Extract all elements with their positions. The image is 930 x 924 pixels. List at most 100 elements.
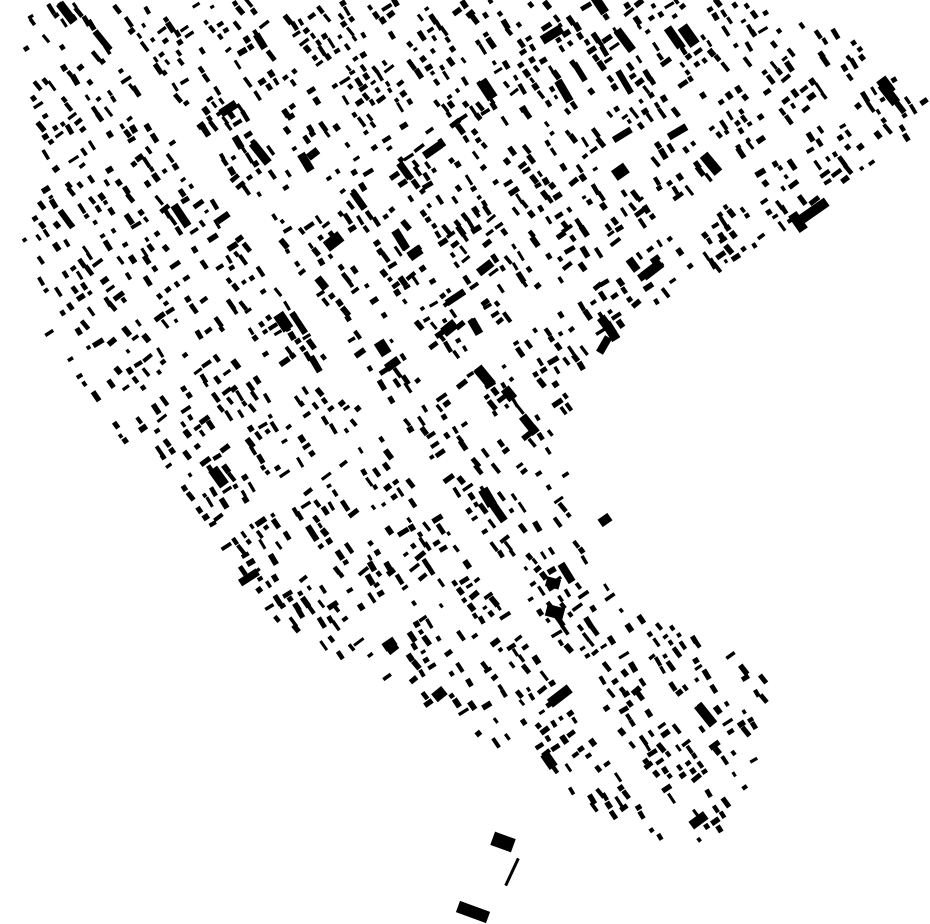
building	[204, 208, 210, 214]
building	[604, 800, 614, 810]
building	[837, 155, 848, 168]
building	[348, 69, 356, 76]
building	[155, 292, 164, 300]
building	[130, 220, 142, 230]
building	[240, 551, 250, 560]
building	[197, 65, 206, 74]
building	[716, 211, 724, 219]
building	[412, 619, 421, 629]
building	[640, 107, 650, 116]
building	[83, 264, 95, 277]
building	[75, 372, 84, 380]
building	[46, 2, 57, 16]
building	[493, 66, 503, 75]
building	[381, 2, 393, 12]
building	[489, 637, 501, 648]
building	[331, 82, 339, 90]
building	[490, 673, 499, 682]
building	[92, 219, 99, 226]
building	[806, 91, 817, 102]
building	[321, 297, 330, 307]
building	[306, 603, 316, 615]
building	[327, 253, 334, 260]
building	[127, 254, 138, 265]
building	[413, 67, 425, 80]
building	[723, 243, 735, 256]
building	[563, 245, 576, 255]
building	[700, 768, 709, 775]
building	[654, 622, 664, 631]
building	[536, 170, 543, 178]
building	[601, 661, 612, 673]
building	[440, 319, 459, 337]
building	[264, 580, 273, 589]
building	[327, 230, 335, 238]
building	[492, 717, 499, 724]
building	[452, 349, 461, 360]
building	[97, 192, 107, 202]
building	[407, 497, 418, 509]
building	[411, 275, 420, 286]
building	[173, 318, 179, 324]
building	[59, 309, 67, 317]
building	[783, 60, 795, 73]
building	[502, 311, 513, 324]
building	[604, 223, 613, 232]
building	[91, 257, 104, 268]
building	[165, 462, 173, 469]
building	[434, 230, 442, 239]
building	[265, 314, 273, 322]
building	[599, 44, 610, 58]
building	[399, 352, 407, 362]
building	[388, 206, 396, 214]
building	[794, 197, 830, 227]
building	[610, 291, 619, 301]
building	[519, 199, 529, 210]
building	[553, 495, 564, 505]
building	[21, 237, 28, 243]
building	[226, 471, 237, 483]
building	[519, 718, 528, 727]
building	[148, 165, 155, 173]
building	[550, 629, 563, 639]
building	[47, 80, 57, 92]
building	[625, 295, 634, 304]
building	[757, 25, 769, 35]
building	[733, 119, 742, 127]
building	[367, 539, 374, 547]
building	[699, 151, 723, 176]
building	[81, 245, 90, 255]
building	[693, 46, 704, 56]
building	[481, 528, 489, 535]
building	[278, 356, 291, 368]
building	[424, 215, 432, 224]
building	[92, 29, 113, 52]
building	[865, 101, 876, 114]
building	[646, 245, 655, 254]
building	[754, 167, 767, 178]
building	[121, 241, 129, 248]
building	[557, 501, 568, 513]
building	[191, 1, 201, 9]
building	[188, 302, 199, 315]
building	[725, 110, 734, 121]
building	[551, 69, 562, 81]
building	[117, 67, 125, 74]
building	[60, 95, 68, 104]
building	[537, 585, 546, 597]
building	[372, 483, 379, 491]
building	[290, 20, 300, 32]
building	[85, 344, 92, 351]
building	[521, 68, 532, 79]
building	[448, 692, 456, 700]
building	[362, 129, 370, 136]
building	[418, 668, 426, 678]
building	[272, 593, 284, 607]
building	[626, 118, 632, 125]
building	[445, 230, 456, 239]
building	[441, 223, 452, 236]
building	[518, 104, 528, 114]
building	[516, 38, 526, 49]
building	[182, 274, 191, 282]
building	[438, 602, 444, 609]
